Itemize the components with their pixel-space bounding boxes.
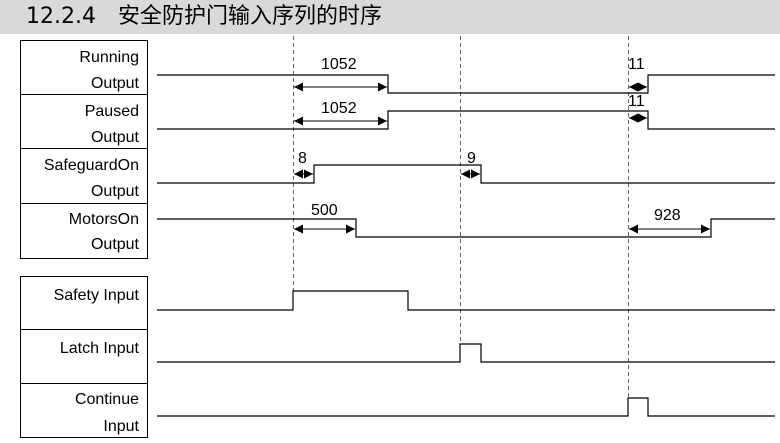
running-label-line2: Output xyxy=(91,75,140,92)
safeguard-label-line2: Output xyxy=(91,183,140,200)
section-title: 12.2.4 安全防护门输入序列的时序 xyxy=(26,4,382,29)
motors-928-value: 928 xyxy=(654,207,681,224)
safety-input-waveform xyxy=(157,290,775,311)
continue-input-waveform xyxy=(157,397,775,417)
safeguard-output-waveform xyxy=(157,164,775,184)
motors-label-line2: Output xyxy=(91,236,140,253)
running-11-value: 11 xyxy=(628,56,645,73)
motors-output-waveform xyxy=(157,218,775,238)
safeguard-8-value: 8 xyxy=(298,150,307,167)
motors-500-value: 500 xyxy=(311,202,338,219)
latch-input-label: Latch Input xyxy=(60,340,140,357)
running-output-waveform xyxy=(157,74,775,94)
signal-label-table xyxy=(20,40,148,438)
paused-output-waveform xyxy=(157,110,775,130)
safety-input-label: Safety Input xyxy=(54,287,140,304)
latch-input-waveform xyxy=(157,343,775,363)
paused-1052-value: 1052 xyxy=(321,100,357,117)
running-1052-value: 1052 xyxy=(321,56,357,73)
paused-11-value: 11 xyxy=(628,93,645,110)
continue-label-line1: Continue xyxy=(75,391,139,408)
running-label-line1: Running xyxy=(79,49,139,66)
safeguard-label-line1: SafeguardOn xyxy=(44,157,139,174)
motors-label-line1: MotorsOn xyxy=(69,211,139,228)
safeguard-9-value: 9 xyxy=(467,150,476,167)
continue-label-line2: Input xyxy=(103,418,139,435)
paused-label-line1: Paused xyxy=(85,103,139,120)
section-header: 12.2.4 安全防护门输入序列的时序 xyxy=(0,0,780,34)
paused-label-line2: Output xyxy=(91,129,140,146)
